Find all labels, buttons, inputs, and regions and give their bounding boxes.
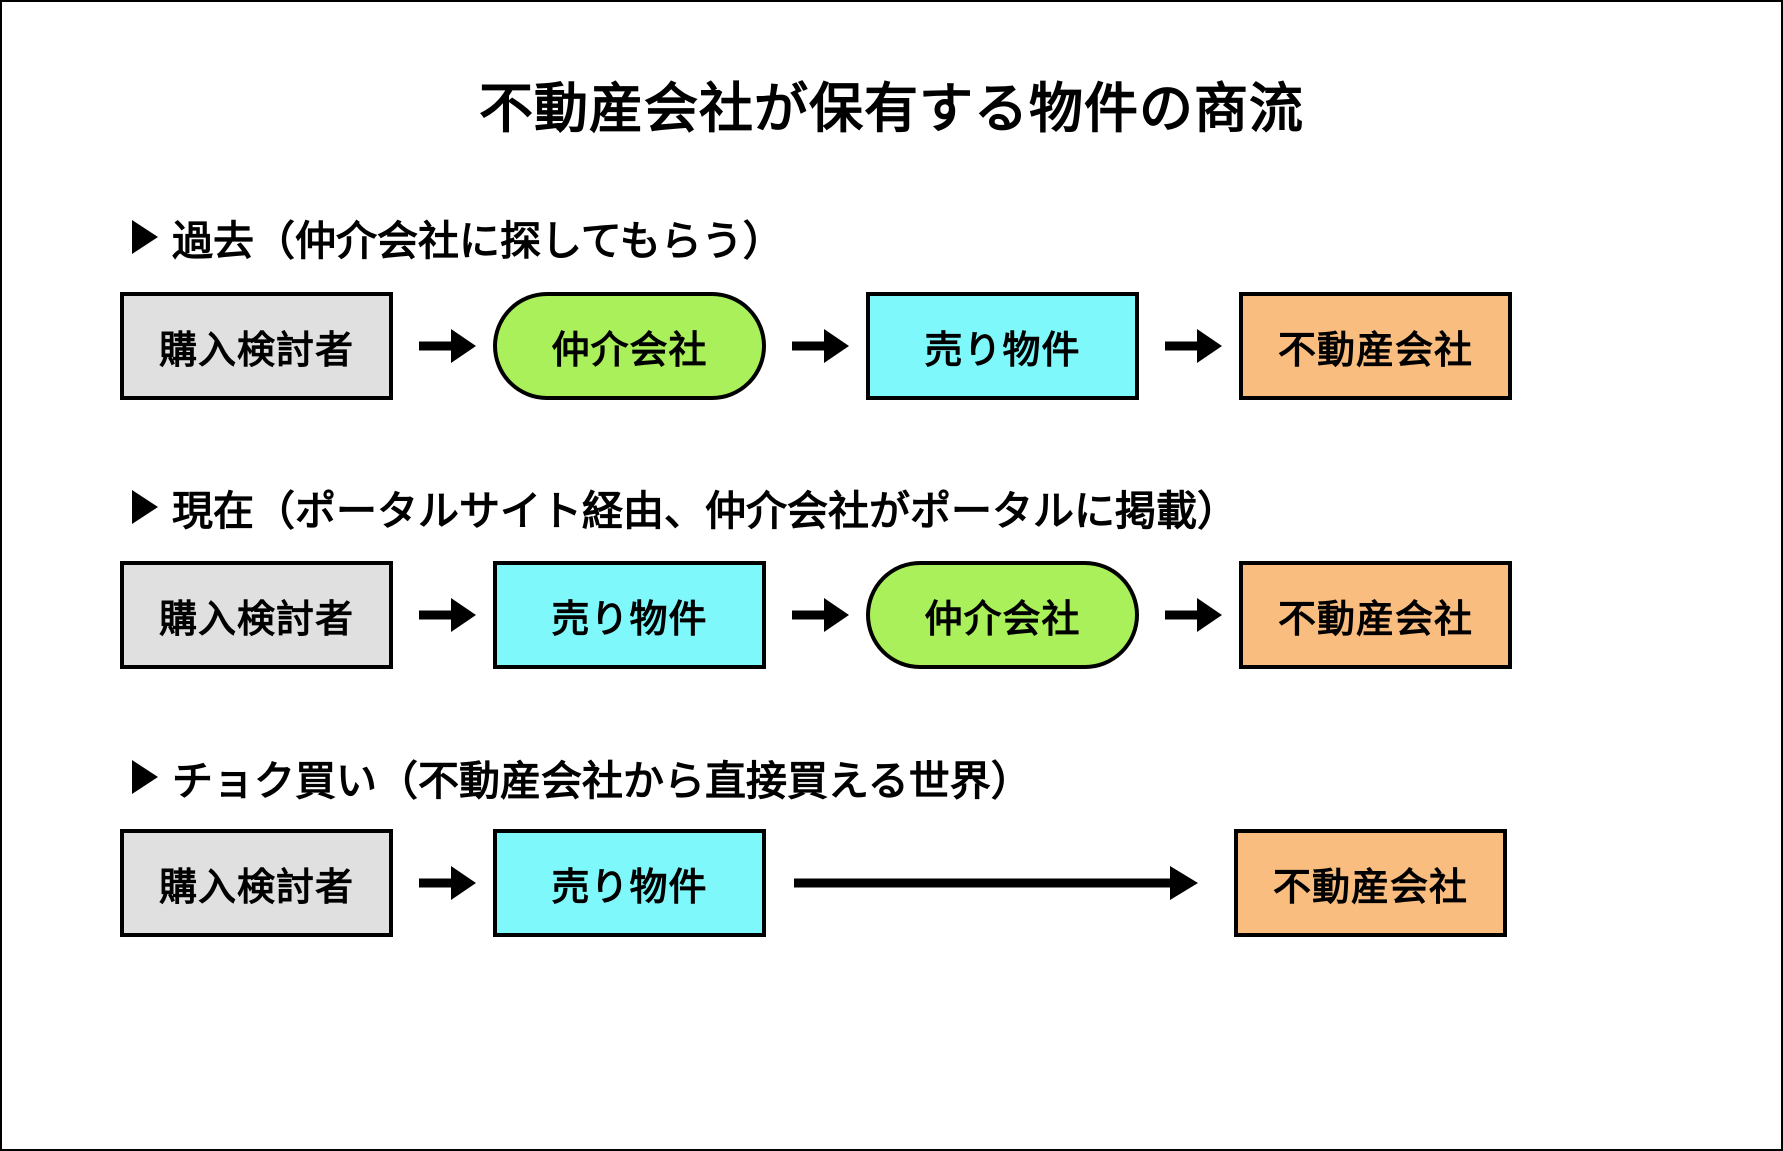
arrow-head	[451, 329, 476, 363]
node-buyer-present[interactable]: 購入検討者	[120, 561, 393, 669]
arrow-shaft	[1165, 341, 1205, 351]
triangle-right-icon	[132, 220, 158, 254]
arrow-head	[824, 329, 849, 363]
arrow-head	[824, 598, 849, 632]
section-header-present: 現在（ポータルサイト経由、仲介会社がポータルに掲載）	[132, 477, 1238, 537]
node-property-present[interactable]: 売り物件	[493, 561, 766, 669]
arrow-icon-present-2	[766, 561, 866, 669]
node-property-direct[interactable]: 売り物件	[493, 829, 766, 937]
arrow-head	[1170, 866, 1198, 900]
arrow-shaft	[792, 341, 832, 351]
arrow-icon-past-3	[1139, 292, 1239, 400]
flow-row-direct: 購入検討者 売り物件 不動産会社	[120, 829, 1507, 937]
node-realestate-present[interactable]: 不動産会社	[1239, 561, 1512, 669]
triangle-right-icon	[132, 490, 158, 524]
arrow-shaft	[794, 878, 1186, 888]
arrow-head	[451, 866, 476, 900]
node-buyer-direct[interactable]: 購入検討者	[120, 829, 393, 937]
arrow-head	[1197, 329, 1222, 363]
triangle-right-icon	[132, 760, 158, 794]
section-header-past: 過去（仲介会社に探してもらう）	[132, 207, 784, 267]
arrow-icon-past-2	[766, 292, 866, 400]
section-header-label: 過去（仲介会社に探してもらう）	[172, 218, 784, 264]
arrow-shaft	[419, 341, 459, 351]
arrow-shaft	[792, 610, 832, 620]
flow-row-past: 購入検討者 仲介会社 売り物件 不動産会社	[120, 292, 1512, 400]
arrow-icon-present-1	[393, 561, 493, 669]
arrow-icon-direct-long	[766, 829, 1234, 937]
arrow-head	[451, 598, 476, 632]
page-title: 不動産会社が保有する物件の商流	[479, 79, 1304, 139]
section-header-label: 現在（ポータルサイト経由、仲介会社がポータルに掲載）	[172, 488, 1238, 534]
section-header-direct: チョク買い（不動産会社から直接買える世界）	[132, 747, 1032, 807]
node-realestate-past[interactable]: 不動産会社	[1239, 292, 1512, 400]
arrow-icon-direct-1	[393, 829, 493, 937]
arrow-shaft	[419, 878, 459, 888]
arrow-icon-past-1	[393, 292, 493, 400]
arrow-shaft	[419, 610, 459, 620]
arrow-shaft	[1165, 610, 1205, 620]
flow-row-present: 購入検討者 売り物件 仲介会社 不動産会社	[120, 561, 1512, 669]
node-agency-past[interactable]: 仲介会社	[493, 292, 766, 400]
section-header-label: チョク買い（不動産会社から直接買える世界）	[172, 758, 1032, 804]
node-buyer-past[interactable]: 購入検討者	[120, 292, 393, 400]
arrow-head	[1197, 598, 1222, 632]
arrow-icon-present-3	[1139, 561, 1239, 669]
node-agency-present[interactable]: 仲介会社	[866, 561, 1139, 669]
node-realestate-direct[interactable]: 不動産会社	[1234, 829, 1507, 937]
node-property-past[interactable]: 売り物件	[866, 292, 1139, 400]
